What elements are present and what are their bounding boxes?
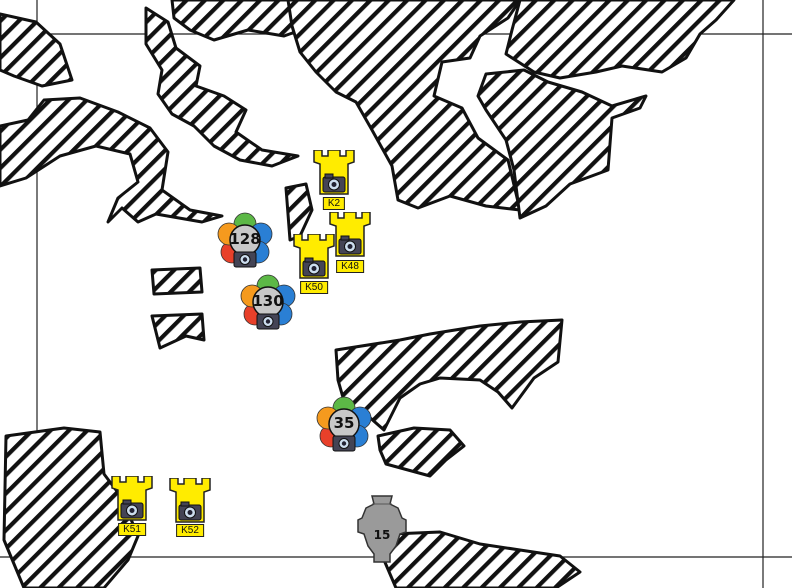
castle-icon <box>169 477 211 523</box>
flower-icon <box>240 274 296 330</box>
land-small-island-2 <box>150 312 206 350</box>
castle-marker-k50[interactable]: K50 <box>292 233 336 296</box>
camera-icon <box>256 313 280 330</box>
flower-icon <box>217 212 273 268</box>
land-top-right <box>504 0 736 80</box>
castle-label: K51 <box>118 523 146 536</box>
camera-icon <box>338 235 362 255</box>
castle-marker-k51[interactable]: K51 <box>110 475 154 538</box>
land-north-peninsula <box>144 6 300 168</box>
castle-marker-k48[interactable]: K48 <box>328 211 372 274</box>
castle-label: K48 <box>336 260 364 273</box>
castle-label: K50 <box>300 281 328 294</box>
land-bottom <box>382 530 582 588</box>
land-sliver <box>284 182 314 242</box>
land-middle-lower <box>376 426 466 478</box>
land-left-coast <box>0 96 224 224</box>
flower-number: 128 <box>229 230 261 248</box>
castle-label: K52 <box>176 524 204 537</box>
camera-icon <box>178 501 202 521</box>
camera-icon <box>322 173 346 193</box>
land-east <box>476 68 648 220</box>
land-top-left <box>0 12 74 88</box>
castle-icon <box>313 149 355 195</box>
castle-icon <box>329 211 371 257</box>
vase-icon <box>357 495 407 563</box>
castle-icon <box>293 233 335 279</box>
flower-marker-130[interactable]: 130 <box>239 274 297 334</box>
vase-marker-15[interactable]: 15 <box>356 494 408 566</box>
camera-icon <box>332 435 356 452</box>
castle-marker-k2[interactable]: K2 <box>312 149 356 210</box>
land-small-island-1 <box>150 266 204 296</box>
land-southwest <box>2 426 140 588</box>
camera-icon <box>120 499 144 519</box>
flower-icon <box>316 396 372 452</box>
flower-marker-35[interactable]: 35 <box>315 396 373 456</box>
vase-number: 15 <box>373 528 391 542</box>
land-northeast <box>286 0 522 212</box>
castle-icon <box>111 475 153 521</box>
flower-marker-128[interactable]: 128 <box>216 212 274 272</box>
flower-number: 35 <box>333 414 355 432</box>
castle-marker-k52[interactable]: K52 <box>168 477 212 540</box>
camera-icon <box>302 257 326 277</box>
camera-icon <box>233 251 257 268</box>
flower-number: 130 <box>252 292 284 310</box>
castle-label: K2 <box>322 197 346 210</box>
